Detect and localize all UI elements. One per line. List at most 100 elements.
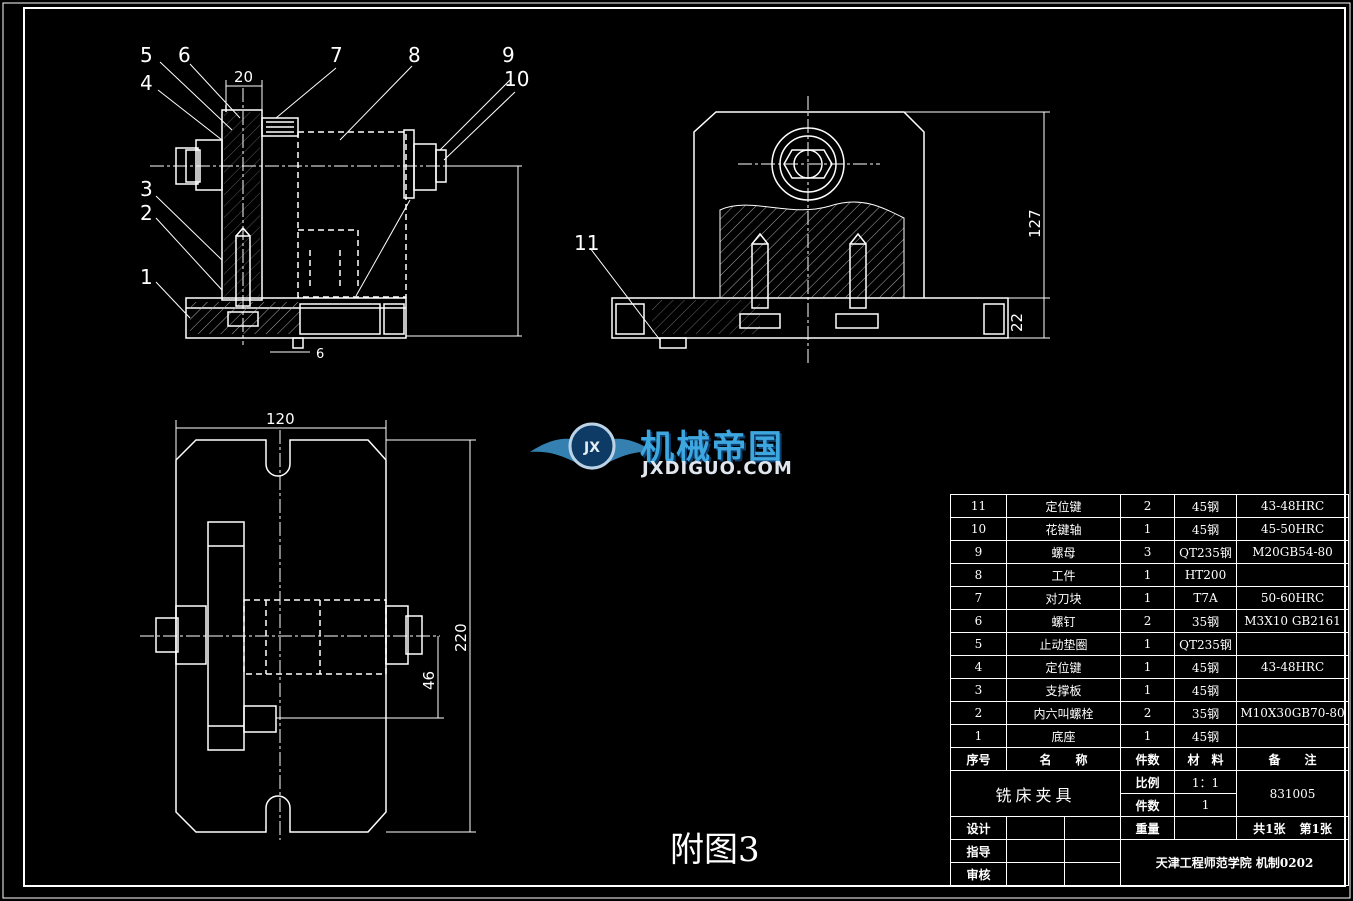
part-note-cell (1236, 563, 1350, 587)
design-name-cell (1006, 816, 1065, 840)
sheet-number: 第1张 (1299, 821, 1332, 836)
part-note-cell: M20GB54-80 (1236, 540, 1350, 564)
drawing-number-cell: 831005 (1236, 770, 1350, 817)
part-qty-cell: 1 (1120, 632, 1176, 656)
inner-border (23, 7, 1346, 887)
design-date-cell (1063, 816, 1122, 840)
part-material-cell: T7A (1174, 586, 1238, 610)
header-no-cell: 序号 (950, 747, 1007, 771)
institution-cell: 天津工程师范学院 机制0202 (1120, 839, 1350, 886)
watermark-badge: JX (583, 440, 600, 456)
header-note-cell: 备 注 (1236, 747, 1350, 771)
side-view (150, 61, 522, 353)
callout-2: 2 (140, 201, 153, 225)
part-qty-cell: 2 (1120, 701, 1176, 725)
dim-127: 127 (1026, 209, 1044, 238)
review-name-cell (1006, 862, 1065, 886)
callout-11: 11 (574, 231, 599, 255)
part-note-cell: 43-48HRC (1236, 494, 1350, 518)
callout-5: 5 (140, 43, 153, 67)
part-name-cell: 工件 (1005, 563, 1122, 587)
part-name-cell: 止动垫圈 (1005, 632, 1122, 656)
part-qty-cell: 1 (1120, 655, 1176, 679)
figure-label: 附图3 (670, 830, 760, 870)
part-qty-cell: 1 (1120, 724, 1176, 748)
callout-10: 10 (504, 67, 529, 91)
part-no-cell: 8 (950, 563, 1007, 587)
part-name-cell: 内六叫螺栓 (1005, 701, 1122, 725)
part-no-cell: 2 (950, 701, 1007, 725)
design-label-cell: 设计 (950, 816, 1007, 840)
part-name-cell: 花键轴 (1005, 517, 1122, 541)
part-name-cell: 螺母 (1005, 540, 1122, 564)
callout-7: 7 (330, 43, 343, 67)
part-no-cell: 7 (950, 586, 1007, 610)
part-note-cell (1236, 632, 1350, 656)
dim-22: 22 (1008, 313, 1026, 332)
part-note-cell: 43-48HRC (1236, 655, 1350, 679)
part-material-cell: 35钢 (1174, 701, 1238, 725)
dim-220: 220 (452, 623, 470, 652)
part-qty-cell: 2 (1120, 494, 1176, 518)
scale-value-cell: 1：1 (1174, 770, 1238, 794)
table-header-row: 序号名 称件数材 料备 注 (950, 747, 1350, 771)
guide-label-cell: 指导 (950, 839, 1007, 863)
part-note-cell (1236, 678, 1350, 702)
callout-6: 6 (178, 43, 191, 67)
part-qty-cell: 2 (1120, 609, 1176, 633)
callout-9: 9 (502, 43, 515, 67)
part-material-cell: 35钢 (1174, 609, 1238, 633)
part-no-cell: 11 (950, 494, 1007, 518)
count-value-cell: 1 (1174, 793, 1238, 817)
top-view (140, 420, 476, 840)
count-label-cell: 件数 (1120, 793, 1176, 817)
guide-date-cell (1063, 839, 1122, 863)
part-no-cell: 3 (950, 678, 1007, 702)
dim-120: 120 (266, 410, 295, 428)
part-material-cell: QT235钢 (1174, 632, 1238, 656)
header-qty-cell: 件数 (1120, 747, 1176, 771)
part-no-cell: 4 (950, 655, 1007, 679)
part-qty-cell: 1 (1120, 563, 1176, 587)
part-note-cell: 50-60HRC (1236, 586, 1350, 610)
part-note-cell: 45-50HRC (1236, 517, 1350, 541)
part-no-cell: 9 (950, 540, 1007, 564)
drawing-title-cell: 铣床夹具 (949, 770, 1122, 817)
part-material-cell: 45钢 (1174, 678, 1238, 702)
part-qty-cell: 1 (1120, 678, 1176, 702)
part-material-cell: 45钢 (1174, 724, 1238, 748)
part-no-cell: 6 (950, 609, 1007, 633)
part-material-cell: HT200 (1174, 563, 1238, 587)
watermark-brand-cn: 机械帝国 (640, 428, 784, 468)
part-name-cell: 定位键 (1005, 655, 1122, 679)
part-note-cell: M3X10 GB2161 (1236, 609, 1350, 633)
part-no-cell: 10 (950, 517, 1007, 541)
guide-name-cell (1006, 839, 1065, 863)
part-qty-cell: 3 (1120, 540, 1176, 564)
part-material-cell: 45钢 (1174, 494, 1238, 518)
dim-20: 20 (234, 68, 253, 86)
front-view (589, 96, 1050, 366)
dim-46: 46 (420, 671, 438, 690)
part-material-cell: QT235钢 (1174, 540, 1238, 564)
part-name-cell: 定位键 (1005, 494, 1122, 518)
header-material-cell: 材 料 (1174, 747, 1238, 771)
scale-label-cell: 比例 (1120, 770, 1176, 794)
callout-3: 3 (140, 177, 153, 201)
part-material-cell: 45钢 (1174, 517, 1238, 541)
watermark-brand-en: JXDIGUO.COM (642, 458, 793, 479)
watermark-logo-icon: JX (530, 422, 654, 470)
part-qty-cell: 1 (1120, 586, 1176, 610)
review-label-cell: 审核 (950, 862, 1007, 886)
part-name-cell: 底座 (1005, 724, 1122, 748)
